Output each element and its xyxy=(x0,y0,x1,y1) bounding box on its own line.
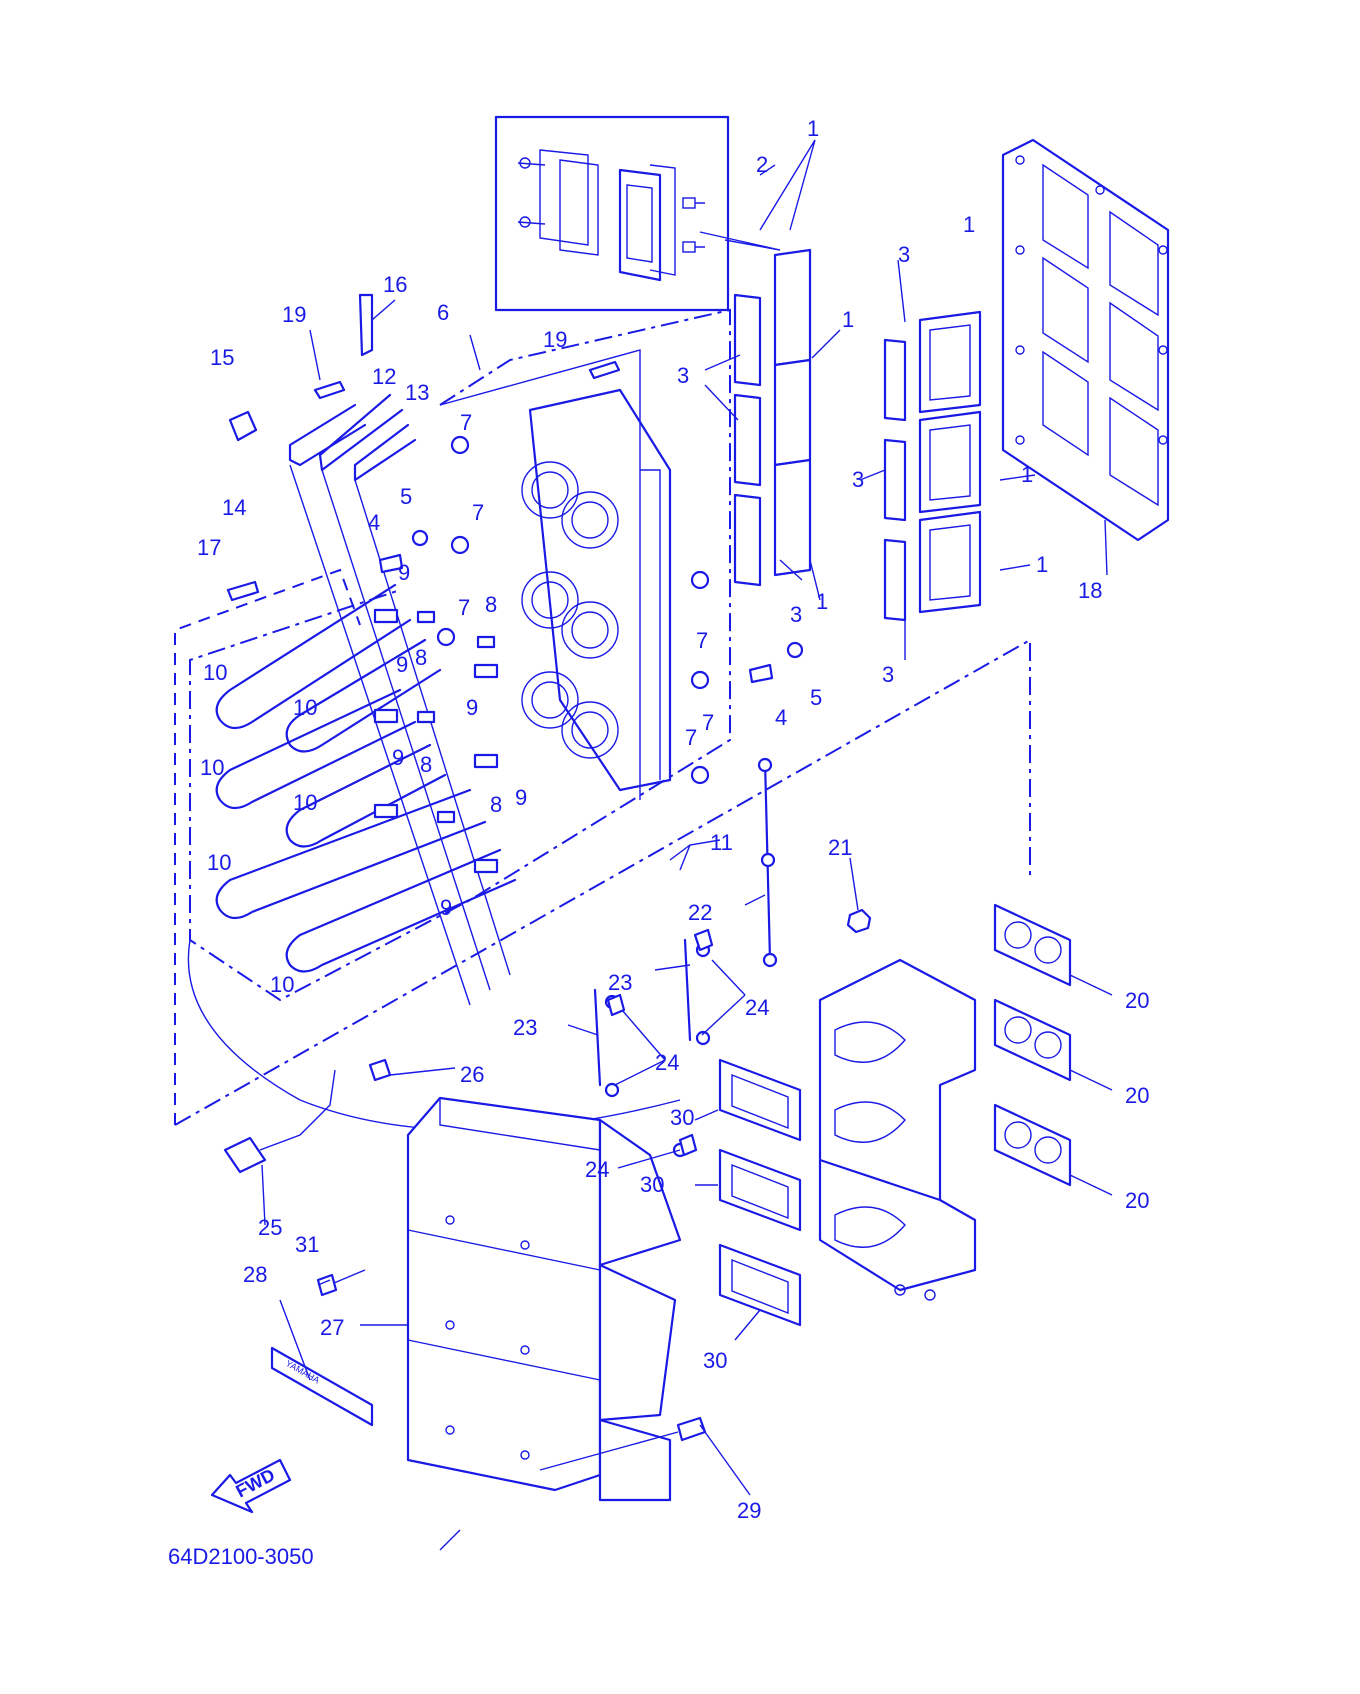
callout-1: 1 xyxy=(1036,552,1048,577)
sensor-25 xyxy=(223,1069,336,1174)
callout-1: 1 xyxy=(963,212,975,237)
callout-10: 10 xyxy=(200,755,224,780)
callout-30: 30 xyxy=(703,1348,727,1373)
callout-14: 14 xyxy=(222,495,246,520)
throttle-bodies xyxy=(818,958,977,1301)
forward-direction-arrow: FWD xyxy=(210,1458,292,1514)
callout-7: 7 xyxy=(460,410,472,435)
callout-24: 24 xyxy=(585,1157,609,1182)
callout-9: 9 xyxy=(515,785,527,810)
callout-23: 23 xyxy=(608,970,632,995)
callout-20: 20 xyxy=(1125,1188,1149,1213)
callout-2: 2 xyxy=(756,152,768,177)
clips-24 xyxy=(606,928,714,1157)
callout-10: 10 xyxy=(207,850,231,875)
callout-4: 4 xyxy=(775,705,787,730)
callout-10: 10 xyxy=(293,790,317,815)
reed-valve-detail-inset xyxy=(494,115,781,312)
callout-1: 1 xyxy=(807,116,819,141)
silencer-27 xyxy=(406,1096,682,1502)
fwd-label: FWD xyxy=(232,1465,278,1502)
callout-18: 18 xyxy=(1078,578,1102,603)
callout-20: 20 xyxy=(1125,988,1149,1013)
callout-17: 17 xyxy=(197,535,221,560)
nut-21 xyxy=(846,908,872,934)
callout-3: 3 xyxy=(790,602,802,627)
callout-8: 8 xyxy=(485,592,497,617)
callout-7: 7 xyxy=(458,595,470,620)
callout-16: 16 xyxy=(383,272,407,297)
callout-31: 31 xyxy=(295,1232,319,1257)
drawing-number: 64D2100-3050 xyxy=(168,1544,314,1569)
callout-9: 9 xyxy=(466,695,478,720)
callout-10: 10 xyxy=(293,695,317,720)
callout-1: 1 xyxy=(816,589,828,614)
callout-labels: 1 2 1 1 1 1 1 3 3 3 3 3 4 4 5 5 6 7 7 7 … xyxy=(197,116,1149,1523)
reed-valve-assemblies-right xyxy=(883,310,982,622)
callout-30: 30 xyxy=(670,1105,694,1130)
callout-15: 15 xyxy=(210,345,234,370)
callout-10: 10 xyxy=(203,660,227,685)
callout-30: 30 xyxy=(640,1172,664,1197)
callout-25: 25 xyxy=(258,1215,282,1240)
leader-lines xyxy=(261,139,1113,1551)
callout-20: 20 xyxy=(1125,1083,1149,1108)
callout-10: 10 xyxy=(270,972,294,997)
callout-8: 8 xyxy=(415,645,427,670)
callout-13: 13 xyxy=(405,380,429,405)
callout-5: 5 xyxy=(400,484,412,509)
callout-8: 8 xyxy=(420,752,432,777)
decal-28: YAMAHA xyxy=(270,1346,374,1427)
callout-9: 9 xyxy=(392,745,404,770)
callout-3: 3 xyxy=(898,242,910,267)
callout-7: 7 xyxy=(685,725,697,750)
callout-19: 19 xyxy=(282,302,306,327)
callout-27: 27 xyxy=(320,1315,344,1340)
callout-3: 3 xyxy=(677,363,689,388)
gaskets-20 xyxy=(993,903,1072,1187)
callout-3: 3 xyxy=(882,662,894,687)
gasket-18 xyxy=(1001,138,1170,542)
reed-valve-assemblies-middle xyxy=(733,248,812,587)
callout-23: 23 xyxy=(513,1015,537,1040)
bracket-22 xyxy=(757,757,778,968)
callout-8: 8 xyxy=(490,792,502,817)
callout-9: 9 xyxy=(440,895,452,920)
callout-5: 5 xyxy=(810,685,822,710)
bolt-31 xyxy=(316,1269,366,1297)
tubes-12-13-14 xyxy=(288,393,511,1006)
callout-12: 12 xyxy=(372,364,396,389)
callout-11: 11 xyxy=(710,830,733,855)
callout-1: 1 xyxy=(1021,462,1033,487)
callout-28: 28 xyxy=(243,1262,267,1287)
fittings xyxy=(373,435,710,874)
small-hardware xyxy=(226,293,804,684)
callout-7: 7 xyxy=(702,710,714,735)
callout-22: 22 xyxy=(688,900,712,925)
clip-26 xyxy=(368,1058,392,1082)
callout-26: 26 xyxy=(460,1062,484,1087)
callout-29: 29 xyxy=(737,1498,761,1523)
callout-1: 1 xyxy=(842,307,854,332)
callout-3: 3 xyxy=(852,467,864,492)
callout-9: 9 xyxy=(398,560,410,585)
callout-7: 7 xyxy=(696,628,708,653)
gaskets-30 xyxy=(718,1058,802,1327)
hoses-10 xyxy=(215,583,517,973)
callout-24: 24 xyxy=(655,1050,679,1075)
pipe-29 xyxy=(539,1416,707,1471)
callout-4: 4 xyxy=(368,510,380,535)
intake-manifold-6 xyxy=(521,388,672,792)
callout-6: 6 xyxy=(437,300,449,325)
callout-24: 24 xyxy=(745,995,769,1020)
callout-9: 9 xyxy=(396,652,408,677)
callout-7: 7 xyxy=(472,500,484,525)
callout-19: 19 xyxy=(543,327,567,352)
callout-21: 21 xyxy=(828,835,852,860)
